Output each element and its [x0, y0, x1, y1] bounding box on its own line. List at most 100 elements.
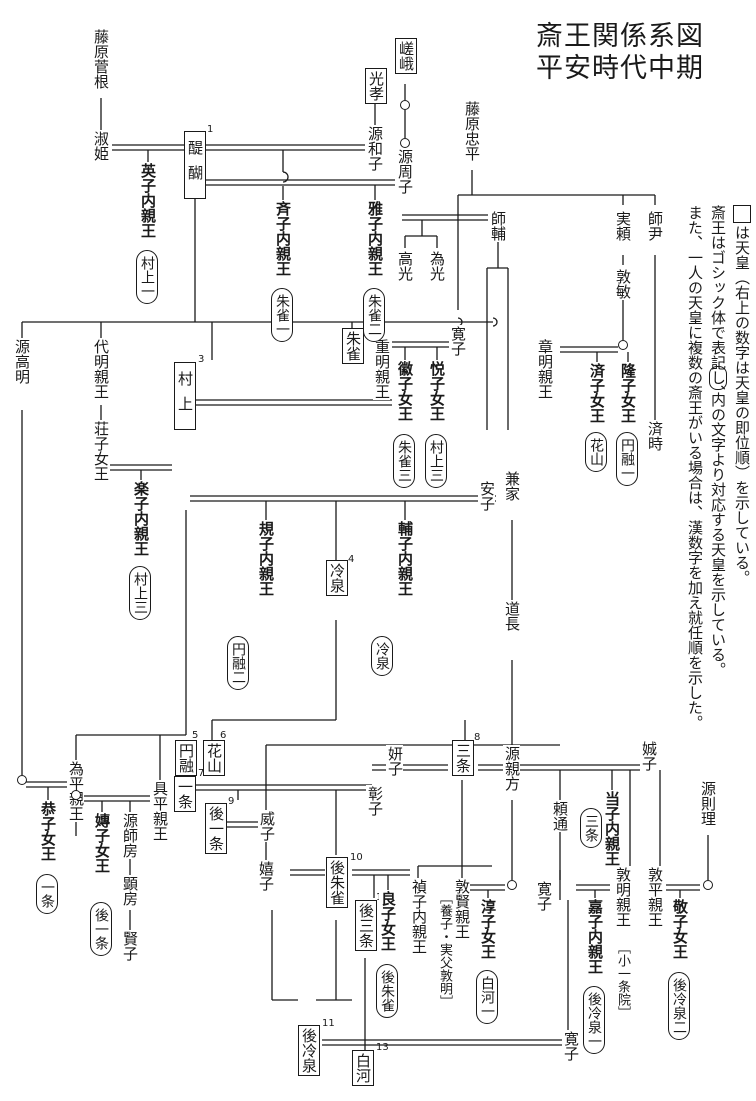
reign-number-goreizei: 11 [322, 1018, 335, 1029]
person-atsutoshi: 敦敏 [614, 268, 632, 300]
saio-gashi-emperor: 朱雀二 [363, 288, 385, 342]
saio-esshi-emperor: 村上三 [425, 434, 447, 488]
legend-box-swatch [733, 205, 751, 223]
person-tomohira: 具平親王 [151, 780, 169, 842]
saio-kashi-emperor: 後冷泉一 [583, 986, 605, 1054]
title-line-1: 斎王関係系図 [536, 21, 704, 52]
person-minamoto-chikakata: 源親方 [503, 745, 521, 792]
person-michinaga: 道長 [503, 600, 521, 632]
person-atsukata: 敦賢親王 [453, 878, 471, 940]
person-morosuke: 師輔 [489, 210, 507, 242]
saio-kyoshi: 恭子女王 [39, 800, 57, 862]
reign-number-murakami: 3 [198, 354, 205, 365]
reign-number-shirakawa: 13 [376, 1042, 389, 1053]
person-anshi: 安子 [478, 480, 496, 512]
legend-line-2: 斎王はゴシック体で表記し、 [709, 205, 727, 400]
saio-jushi-emperor: 白河一 [476, 970, 498, 1024]
reign-number-ichijo: 7 [198, 768, 205, 779]
saio-kyoshi-emperor: 一条 [36, 874, 58, 914]
person-kenshi-ken: 妍子 [386, 745, 404, 777]
saio-seishi2: 斉子内親王 [274, 200, 292, 277]
person-fujiwara-tadahira: 藤原忠平 [463, 100, 481, 162]
reign-number-daigo: 1 [207, 124, 214, 135]
reign-number-reizei: 4 [348, 554, 355, 565]
person-ishi: 威子 [258, 810, 276, 842]
unnamed-descendant-saga-1 [400, 100, 410, 110]
emperor-reizei: 冷泉 [326, 560, 348, 596]
saio-hoshi: 輔子内親王 [396, 520, 414, 597]
person-shoshi: 彰子 [366, 785, 384, 817]
emperor-sanjo: 三条 [452, 740, 474, 776]
emperor-murakami: 村上 [174, 362, 196, 430]
person-seishi: 娍子 [640, 740, 658, 772]
person-takamitsu: 高光 [396, 250, 414, 282]
reign-number-gosuzaku: 10 [350, 852, 363, 863]
person-teishi: 禎子内親王 [410, 878, 428, 955]
emperor-shirakawa: 白河 [352, 1050, 374, 1086]
legend-line-2b: 内の文字より対応する天皇を示している。 [709, 392, 727, 677]
person-kishi: 嬉子 [257, 860, 275, 892]
emperor-goreizei: 後冷泉 [298, 1025, 320, 1076]
saio-senshi-emperor: 後一条 [90, 902, 112, 956]
person-minamoto-washi: 源和子 [366, 125, 384, 172]
saio-saishi: 済子女王 [588, 362, 606, 424]
saio-jushi: 淳子女王 [479, 898, 497, 960]
person-akifusa: 顕房 [121, 875, 139, 907]
person-minamoto-morofusa: 源師房 [121, 812, 139, 859]
person-kenshi-yo: 賢子 [121, 930, 139, 962]
reign-number-enyu: 5 [192, 730, 199, 741]
emperor-goichijo: 後一条 [205, 803, 227, 854]
legend-line-1: は天皇（右上の数字は天皇の即位順）を示している。 [733, 225, 751, 585]
saio-kashi: 嘉子内親王 [586, 898, 604, 975]
person-naritoki: 済時 [646, 420, 664, 452]
person-moromasa: 師尹 [646, 210, 664, 242]
unnamed-daughter-tamehira [71, 790, 81, 800]
person-noriakira: 章明親王 [536, 338, 554, 400]
unnamed-daughter-takaakira [17, 775, 27, 785]
reign-number-goichijo: 9 [228, 796, 235, 807]
emperor-gosuzaku: 後朱雀 [326, 857, 348, 908]
person-yorimichi: 頼通 [551, 800, 569, 832]
saio-eishi: 英子内親王 [139, 162, 157, 239]
saio-rakushi: 楽子内親王 [132, 480, 150, 557]
person-soshi-jo: 荘子女王 [92, 420, 110, 482]
saio-hoshi-emperor: 冷泉 [371, 636, 393, 676]
person-sanesuke: 実頼 [614, 210, 632, 242]
saio-eishi-emperor: 村上一 [136, 250, 158, 304]
emperor-suzaku: 朱雀 [342, 328, 364, 364]
saio-rakushi-emperor: 村上三 [129, 566, 151, 620]
saio-keishi-emperor: 後冷泉二 [668, 972, 690, 1040]
emperor-daigo: 醍醐 [184, 131, 206, 199]
person-atsukata-note: ［養子・実父敦明］ [436, 890, 453, 1009]
saio-yoshiko-emperor: 後朱雀 [376, 964, 398, 1018]
emperor-kazan: 花山 [203, 740, 225, 776]
person-minamoto-takaakira: 源高明 [13, 338, 31, 385]
saio-kishi2-emperor: 朱雀三 [393, 434, 415, 488]
person-tamemitsu: 為光 [428, 250, 446, 282]
person-kanshi: 寛子 [449, 325, 467, 357]
emperor-enyu: 円融 [175, 740, 197, 776]
unnamed-daughter-atsutoshi [618, 340, 628, 350]
person-shukushi: 淑姫 [92, 130, 110, 162]
emperor-gosanjo: 後三条 [355, 900, 377, 951]
saio-yoshiko: 良子女王 [379, 890, 397, 952]
person-atsuakira-note: ［小一条院］ [614, 940, 631, 1020]
person-minamoto-norimasa: 源則理 [699, 780, 717, 827]
saio-seishi2-emperor: 朱雀一 [271, 288, 293, 342]
emperor-koko: 光孝 [365, 68, 387, 104]
person-atsuhira: 敦平親王 [646, 866, 664, 928]
person-kanshi3: 寛子 [562, 1030, 580, 1062]
person-minamoto-shushi: 源周子 [396, 148, 414, 195]
title-line-2: 平安時代中期 [536, 53, 704, 84]
legend-pill-swatch [709, 366, 727, 390]
saio-tashi: 当子内親王 [603, 790, 621, 867]
saio-takako: 隆子女王 [619, 362, 637, 424]
person-kanshi2: 寛子 [535, 880, 553, 912]
legend-line-3: また、一人の天皇に複数の斎王がいる場合は、漢数字を加え就任順を示した。 [686, 205, 704, 730]
saio-saishi-emperor: 花山 [585, 432, 607, 472]
saio-senshi: 嫥子女王 [93, 812, 111, 874]
person-shigeakira: 重明親王 [373, 338, 391, 400]
saio-takako-emperor: 円融一 [616, 432, 638, 486]
